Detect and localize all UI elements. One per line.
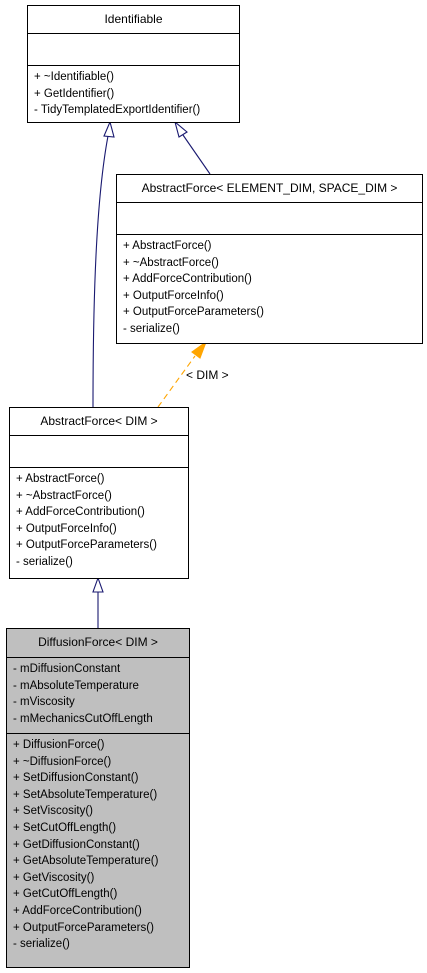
inheritance-arrowhead-dim [92, 576, 104, 593]
method-row: - serialize() [123, 322, 180, 335]
method-row: + AbstractForce() [16, 473, 105, 485]
inheritance-arrowhead-identifiable-left [103, 120, 115, 138]
class-diffusion-force-dim[interactable]: DiffusionForce< DIM > - mDiffusionConsta… [6, 628, 190, 968]
template-binding-label: < DIM > [186, 368, 229, 382]
attribute-row: - mViscosity [13, 696, 75, 709]
method-row: + AddForceContribution() [123, 273, 252, 286]
attributes-section [28, 33, 239, 65]
method-row: + OutputForceParameters() [16, 539, 157, 552]
class-name: AbstractForce< ELEMENT_DIM, SPACE_DIM > [141, 181, 398, 195]
class-name: AbstractForce< DIM > [40, 414, 158, 428]
method-row: + AbstractForce() [123, 240, 212, 252]
method-row: + AddForceContribution() [13, 904, 142, 917]
methods-section: + AbstractForce() + ~AbstractForce() + A… [10, 467, 188, 573]
methods-section: + DiffusionForce() + ~DiffusionForce() +… [7, 733, 189, 955]
method-row: + DiffusionForce() [13, 739, 105, 751]
class-name: DiffusionForce< DIM > [38, 635, 158, 649]
method-row: + AddForceContribution() [16, 506, 145, 519]
method-row: + SetCutOffLength() [13, 821, 117, 834]
attribute-row: - mAbsoluteTemperature [13, 679, 139, 692]
method-row: + GetIdentifier() [34, 87, 115, 100]
template-arrowhead [191, 340, 208, 359]
class-abstract-force-dim[interactable]: AbstractForce< DIM > + AbstractForce() +… [9, 407, 189, 579]
attribute-row: - mDiffusionConstant [13, 663, 121, 675]
method-row: + OutputForceInfo() [16, 522, 117, 535]
method-row: + GetCutOffLength() [13, 888, 118, 901]
method-row: + ~Identifiable() [34, 71, 114, 83]
method-row: + GetDiffusionConstant() [13, 838, 140, 851]
method-row: + OutputForceParameters() [123, 306, 264, 319]
method-row: + SetAbsoluteTemperature() [13, 788, 158, 801]
inheritance-edge-dim-to-identifiable [92, 135, 109, 408]
method-row: + ~DiffusionForce() [13, 755, 112, 768]
template-edge-dim-to-elem [157, 355, 196, 408]
class-abstract-force-element-dim-space-dim[interactable]: AbstractForce< ELEMENT_DIM, SPACE_DIM > … [116, 174, 423, 344]
inheritance-edge-elem-to-identifiable [182, 134, 211, 175]
method-row: + ~AbstractForce() [16, 489, 112, 502]
attribute-row: - mMechanicsCutOffLength [13, 712, 153, 725]
method-row: + SetDiffusionConstant() [13, 772, 139, 785]
inheritance-arrowhead-identifiable-right [174, 120, 188, 138]
method-row: - serialize() [16, 555, 73, 568]
methods-section: + ~Identifiable() + GetIdentifier() - Ti… [28, 65, 239, 121]
attributes-section [117, 202, 422, 234]
method-row: + GetViscosity() [13, 871, 95, 884]
attributes-section [10, 435, 188, 467]
method-row: + ~AbstractForce() [123, 256, 219, 269]
method-row: + SetViscosity() [13, 805, 93, 818]
method-row: - serialize() [13, 938, 70, 951]
methods-section: + AbstractForce() + ~AbstractForce() + A… [117, 234, 422, 340]
class-identifiable[interactable]: Identifiable + ~Identifiable() + GetIden… [27, 5, 240, 123]
method-row: + OutputForceInfo() [123, 289, 224, 302]
method-row: + GetAbsoluteTemperature() [13, 855, 159, 868]
method-row: + OutputForceParameters() [13, 921, 154, 934]
method-row: - TidyTemplatedExportIdentifier() [34, 104, 201, 117]
class-name: Identifiable [104, 12, 163, 26]
attributes-section: - mDiffusionConstant - mAbsoluteTemperat… [7, 657, 189, 733]
